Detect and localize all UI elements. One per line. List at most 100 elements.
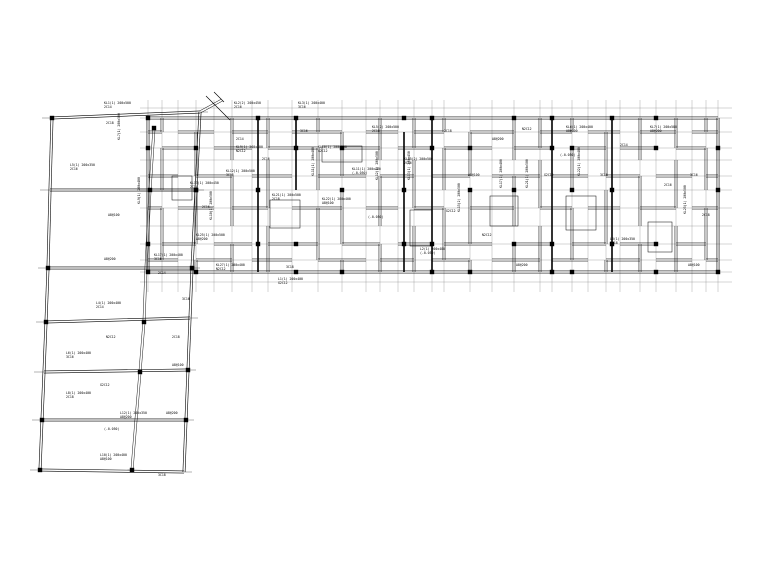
- column: [39, 417, 45, 423]
- span-tag: A8@200: [166, 411, 178, 415]
- wing-beam-left: [48, 190, 52, 269]
- beam-label: L5(1) 200x350: [70, 163, 95, 167]
- column: [429, 269, 435, 275]
- beam-rebar-tag: 2C18: [66, 395, 74, 399]
- column: [145, 115, 151, 121]
- span-tag: N2C12: [482, 233, 492, 237]
- beam-label: KL13(1) 200x450: [190, 181, 219, 185]
- beam-label-vertical: KL17(1) 200x400: [499, 159, 503, 188]
- wing-diagonal: [200, 100, 223, 114]
- wing-beam-mid: [140, 322, 146, 373]
- beam-label-vertical: KL10(1) 200x500: [209, 191, 213, 220]
- span-tag: 2C18: [702, 213, 710, 217]
- wing-beam-right: [186, 317, 190, 370]
- wing-beam-cross: [46, 318, 191, 324]
- column: [429, 145, 435, 151]
- column: [193, 269, 199, 275]
- wing-beam-left: [44, 267, 48, 322]
- column: [467, 269, 473, 275]
- beam-rebar-tag: 2C16: [234, 105, 242, 109]
- span-tag: 3C18: [158, 473, 166, 477]
- column: [429, 115, 435, 121]
- column: [189, 265, 195, 271]
- beam-label-vertical: KL21(1) 200x500: [525, 159, 529, 188]
- beam-rebar-tag: 3C16: [154, 257, 162, 261]
- room-outline: [171, 175, 193, 201]
- wing-beam-mid: [148, 127, 154, 190]
- wing-beam-right: [188, 267, 192, 318]
- column: [653, 241, 659, 247]
- beam-rebar-tag: N2C12: [236, 149, 246, 153]
- column: [569, 269, 575, 275]
- wing-beam-cross: [40, 468, 185, 472]
- column: [549, 115, 555, 121]
- beam-rebar-tag: 2C16: [70, 167, 78, 171]
- room-outline: [647, 221, 673, 253]
- beam-label: KL9(1) 200x400: [236, 145, 263, 149]
- angled-wing-beam-frame: [30, 91, 231, 474]
- wing-beam-cross: [45, 316, 190, 322]
- column: [193, 187, 199, 193]
- beam-label: KL5(2) 200x500: [372, 125, 399, 129]
- beam-label: L8(1) 200x400: [66, 391, 91, 395]
- wing-beam-left: [50, 118, 54, 191]
- column: [37, 467, 43, 473]
- beam-label: L6(1) 200x400: [66, 351, 91, 355]
- span-tag: 2C18: [106, 121, 114, 125]
- wing-beam-mid: [132, 420, 138, 471]
- column: [293, 145, 299, 151]
- span-tag: A8@100: [688, 263, 700, 267]
- column: [429, 241, 435, 247]
- beam-label: L12(1) 200x350: [120, 411, 147, 415]
- wing-beam-left: [40, 371, 44, 420]
- column: [43, 319, 49, 325]
- column: [549, 145, 555, 151]
- beam-rebar-tag: N2C12: [216, 267, 226, 271]
- span-tag: 2C18: [172, 335, 180, 339]
- wing-beam-cross: [39, 470, 184, 474]
- beam-label: KL17(1) 200x400: [154, 253, 183, 257]
- wing-diagonal: [199, 98, 222, 112]
- span-tag: 2C14: [620, 143, 628, 147]
- column: [569, 187, 575, 193]
- beam-rebar-tag: 2C14: [190, 185, 198, 189]
- span-tag: 3C16: [182, 297, 190, 301]
- span-tag: A8@100: [172, 363, 184, 367]
- beam-rebar-tag: A8@100: [566, 129, 578, 133]
- wing-diagonal-2: [205, 95, 231, 121]
- wing-beam-right: [186, 370, 190, 421]
- column: [467, 145, 473, 151]
- wing-beam-cross: [43, 368, 188, 372]
- column: [339, 187, 345, 193]
- wing-beam-right: [190, 268, 194, 319]
- beam-rebar-tag: 3C18: [226, 173, 234, 177]
- span-tag: (-0.050): [104, 427, 119, 431]
- beam-label: KL3(1) 200x400: [298, 101, 325, 105]
- beam-rebar-tag: (-0.050): [420, 251, 435, 255]
- column: [549, 269, 555, 275]
- main-block-beam-frame: [146, 116, 720, 274]
- column: [185, 367, 191, 373]
- span-tag: 3C18: [286, 265, 294, 269]
- column: [653, 115, 659, 121]
- beam-rebar-tag: G2C12: [318, 149, 328, 153]
- span-tag: 2C16: [202, 205, 210, 209]
- beam-label: KL21(1) 200x500: [272, 193, 301, 197]
- axis-grid-lines: [140, 100, 732, 292]
- beam-rebar-tag: A8@200: [650, 129, 662, 133]
- beam-label-vertical: KL9(1) 200x400: [137, 177, 141, 204]
- span-tag: A8@100: [468, 173, 480, 177]
- column: [511, 187, 517, 193]
- beam-label: KL2(2) 200x450: [234, 101, 261, 105]
- beam-label: L3(1) 200x350: [610, 237, 635, 241]
- wing-beam-left: [42, 321, 46, 372]
- span-tag: 2C16: [664, 183, 672, 187]
- wing-beam-right: [182, 419, 186, 472]
- span-tag: (-0.050): [368, 215, 383, 219]
- beam-label: L1(1) 200x400: [278, 277, 303, 281]
- beam-label: KL12(1) 200x500: [226, 169, 255, 173]
- span-tag: G2C12: [100, 383, 110, 387]
- beam-label-vertical: KL7(1) 200x500: [117, 113, 121, 140]
